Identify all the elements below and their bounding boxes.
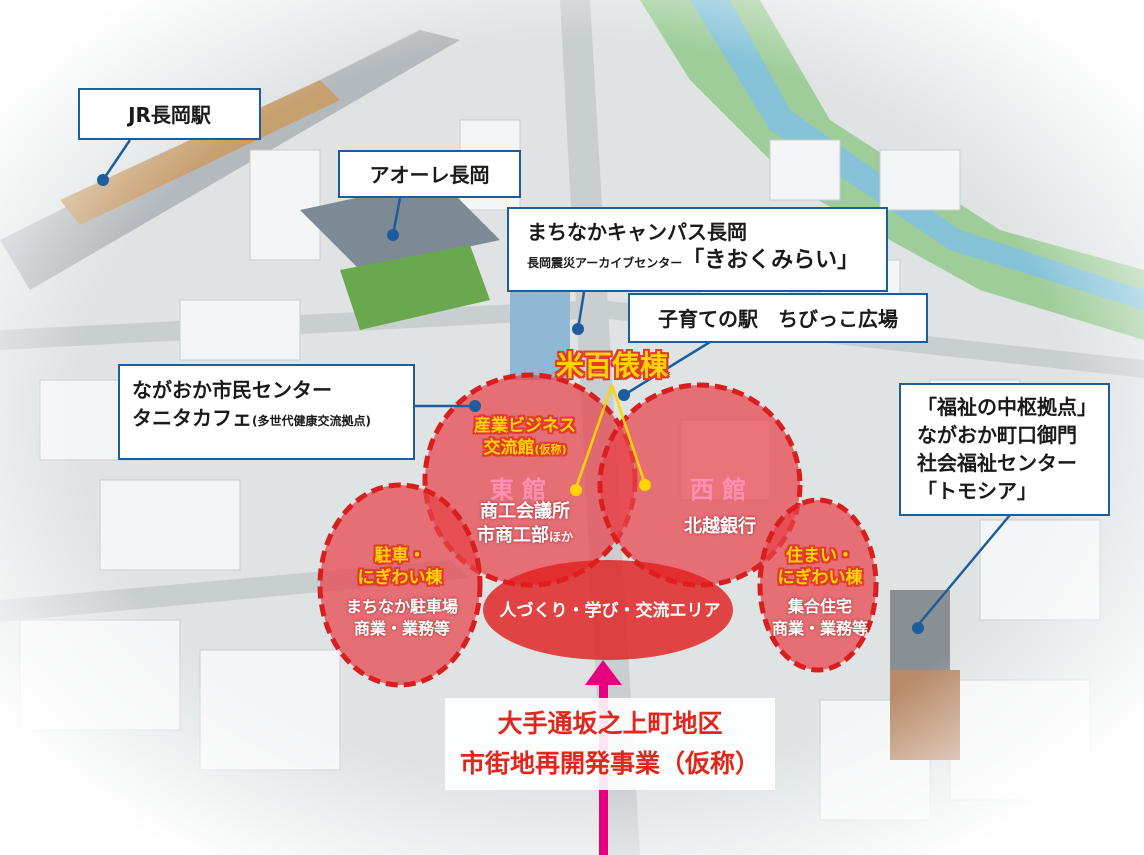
east-marker-dot — [570, 484, 582, 496]
label-campus: まちなかキャンパス長岡 長岡震災アーカイブセンター「きおくみらい」 — [507, 207, 888, 292]
label-aore: アオーレ長岡 — [338, 150, 521, 198]
housing-wing-title: 住まい・ にぎわい棟 — [777, 546, 863, 588]
west-wing-title: 西 館 — [689, 476, 747, 504]
leader-dots — [97, 174, 924, 634]
housing-wing-uses: 集合住宅 商業・業務等 — [771, 597, 868, 638]
yonehyappyo-label: 米百俵棟 — [555, 349, 668, 382]
arrow-head — [585, 660, 622, 685]
project-title: 大手通坂之上町地区 市街地再開発事業（仮称） — [445, 698, 775, 790]
zone-west — [597, 382, 803, 588]
label-jr-station: JR長岡駅 — [78, 88, 261, 140]
label-civic-center: ながおか市民センター タニタカフェ(多世代健康交流拠点) — [118, 364, 415, 460]
zone-housing — [757, 497, 879, 673]
east-wing-tenants: 商工会議所 市商工部ほか — [476, 501, 573, 546]
west-marker-dot — [639, 479, 651, 491]
east-wing-title: 東 館 — [489, 476, 547, 504]
zone-center — [483, 560, 733, 660]
label-kids-station: 子育ての駅 ちびっこ広場 — [628, 293, 928, 343]
west-wing-tenants: 北越銀行 — [684, 516, 756, 537]
yonehyappyo-connector — [574, 384, 647, 489]
center-area-label: 人づくり・学び・交流エリア — [499, 601, 721, 621]
parking-wing-title: 駐車・ にぎわい棟 — [357, 546, 443, 588]
zone-parking — [317, 482, 483, 688]
label-welfare-center: 「福祉の中枢拠点」 ながおか町口御門 社会福祉センター 「トモシア」 — [899, 383, 1110, 516]
parking-wing-uses: まちなか駐車場 商業・業務等 — [345, 597, 458, 638]
leader-lines — [101, 139, 1011, 626]
sangyo-label: 産業ビジネス 交流館(仮称) — [474, 416, 576, 458]
project-zones — [317, 372, 879, 688]
